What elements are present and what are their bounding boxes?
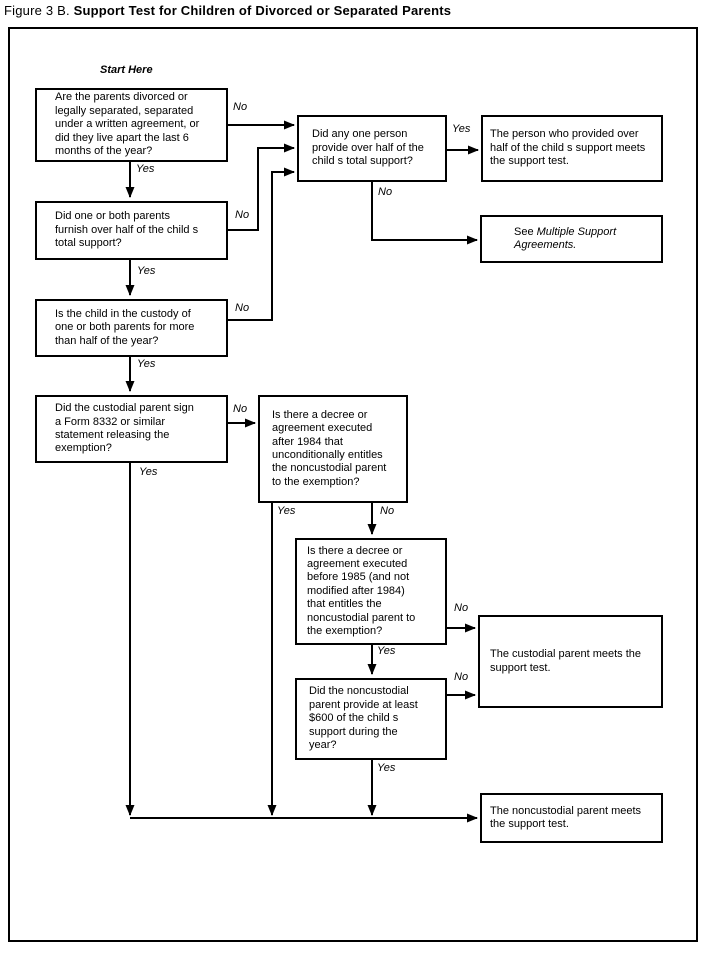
node-one-person-text: Did any one person provide over half of … (312, 128, 424, 168)
edge-label-no: No (454, 671, 469, 683)
node-multiple-support-result: See Multiple Support Agreements. (480, 215, 663, 263)
edge-label-no: No (235, 302, 250, 314)
node-noncustodial-meets-text: The noncustodial parent meets the suppor… (490, 804, 642, 830)
edge-label-yes: Yes (137, 265, 156, 277)
node-custody-text: Is the child in the custody of one or bo… (55, 307, 195, 347)
node-decree-after-1984-text: Is there a decree or agreement executed … (272, 408, 387, 488)
node-decree-before-1985-question: Is there a decree or agreement executed … (295, 538, 447, 645)
node-person-provided-result: The person who provided over half of the… (481, 115, 663, 182)
multiple-support-italic: Multiple Support Agreements. (514, 225, 617, 251)
node-custodial-meets-text: The custodial parent meets the support t… (490, 648, 642, 674)
edge-label-no: No (378, 186, 393, 198)
edge-label-yes: Yes (452, 123, 471, 135)
node-form-8332-question: Did the custodial parent sign a Form 833… (35, 395, 228, 463)
edge-label-yes: Yes (377, 645, 396, 657)
node-divorced-text: Are the parents divorced or legally sepa… (55, 91, 200, 158)
start-here-label: Start Here (100, 64, 153, 76)
node-decree-after-1984-question: Is there a decree or agreement executed … (258, 395, 408, 503)
node-600-support-question: Did the noncustodial parent provide at l… (295, 678, 447, 760)
edge-label-yes: Yes (377, 762, 396, 774)
node-form-8332-text: Did the custodial parent sign a Form 833… (55, 402, 194, 455)
node-decree-before-1985-text: Is there a decree or agreement executed … (307, 544, 416, 638)
figure-label: Figure 3 B. (4, 3, 70, 18)
node-person-provided-text: The person who provided over half of the… (490, 128, 646, 168)
node-noncustodial-meets-result: The noncustodial parent meets the suppor… (480, 793, 663, 843)
node-divorced-question: Are the parents divorced or legally sepa… (35, 88, 228, 162)
node-custody-question: Is the child in the custody of one or bo… (35, 299, 228, 357)
edge-label-no: No (454, 602, 469, 614)
node-parents-furnish-text: Did one or both parents furnish over hal… (55, 210, 199, 250)
node-parents-furnish-question: Did one or both parents furnish over hal… (35, 201, 228, 260)
figure-title-text: Support Test for Children of Divorced or… (73, 3, 452, 18)
edge-label-no: No (233, 101, 248, 113)
figure-title: Figure 3 B. Support Test for Children of… (4, 3, 451, 18)
node-600-support-text: Did the noncustodial parent provide at l… (309, 685, 418, 752)
edge-label-no: No (233, 403, 248, 415)
edge-label-no: No (380, 505, 395, 517)
multiple-support-pre: See (514, 225, 537, 238)
edge-label-yes: Yes (277, 505, 296, 517)
edge-label-no: No (235, 209, 250, 221)
node-multiple-support-text: See Multiple Support Agreements. (514, 226, 616, 253)
node-one-person-question: Did any one person provide over half of … (297, 115, 447, 182)
edge-label-yes: Yes (137, 358, 156, 370)
edge-label-yes: Yes (139, 466, 158, 478)
edge-label-yes: Yes (136, 163, 155, 175)
node-custodial-meets-result: The custodial parent meets the support t… (478, 615, 663, 708)
